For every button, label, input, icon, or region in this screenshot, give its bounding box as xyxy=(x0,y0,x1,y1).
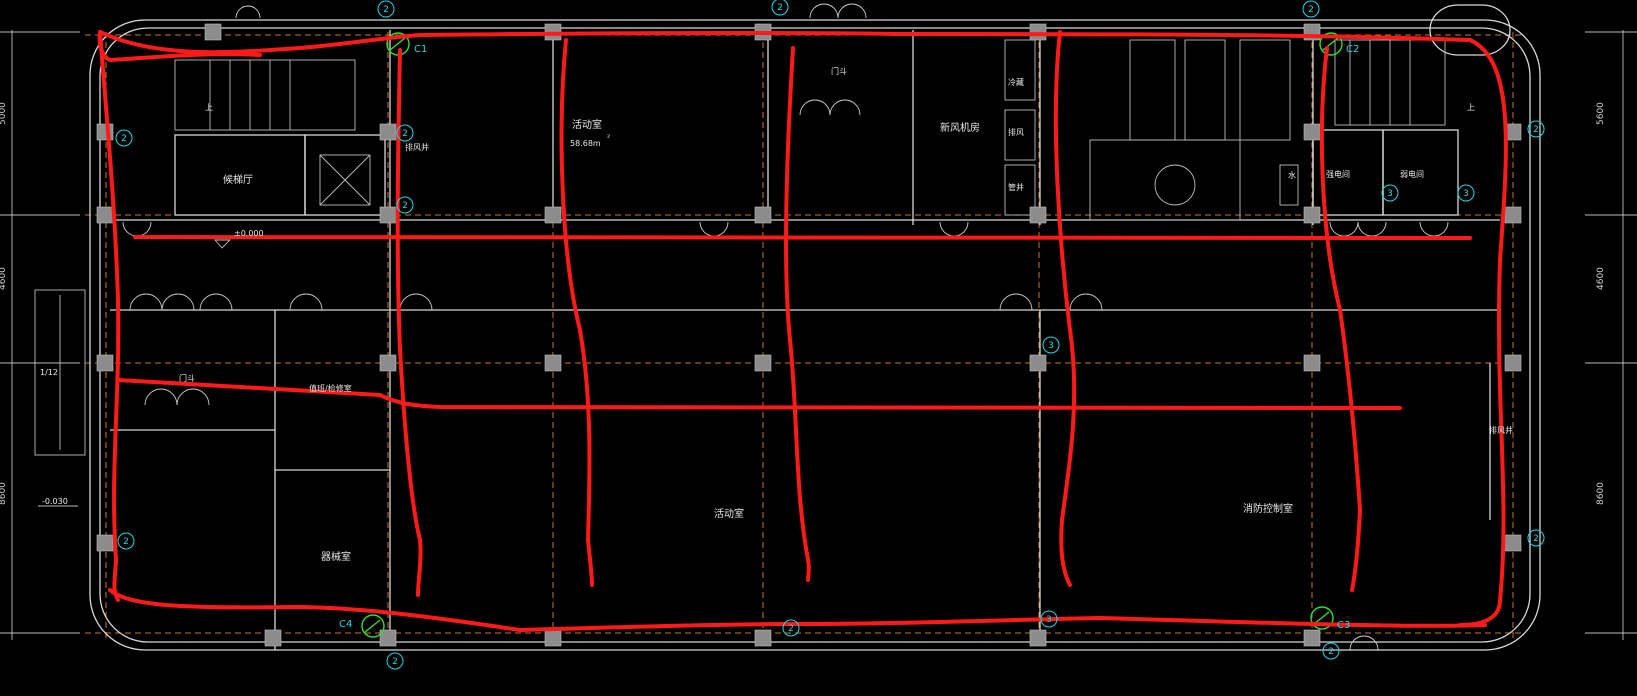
bubble-label: 2 xyxy=(383,5,389,15)
label-c4: C4 xyxy=(339,619,352,630)
dimension-lines xyxy=(0,30,1637,640)
room-fire-control: 消防控制室 xyxy=(1243,502,1293,515)
red-route-top xyxy=(98,30,1472,55)
label-c3: C3 xyxy=(1337,620,1350,631)
red-route-left xyxy=(98,30,121,602)
room-duty: 值班/检修室 xyxy=(309,383,352,393)
ramp-slope-mark: 1/12 xyxy=(40,368,58,377)
room-vestibule-left: 门斗 xyxy=(179,373,195,383)
room-shaft: 管井 xyxy=(1008,182,1024,192)
dim-right-3: 8600 xyxy=(1596,482,1606,505)
stair-up-right: 上 xyxy=(1467,103,1475,112)
bubble-label: 3 xyxy=(1046,615,1052,625)
room-activity-bottom: 活动室 xyxy=(714,507,744,520)
dimension-texts: 5000 4600 8600 5600 4600 8600 xyxy=(0,102,1606,505)
room-labels: 候梯厅 排风井 活动室 58.68m ² 门斗 新风机房 冷藏 排风 管井 水 … xyxy=(179,66,1513,563)
room-cold: 冷藏 xyxy=(1008,77,1024,87)
detector-c2 xyxy=(1319,32,1343,56)
detector-c4 xyxy=(361,614,385,638)
dim-left-1: 5000 xyxy=(0,102,8,125)
red-markup-routes xyxy=(97,30,1508,632)
bubble-label: 2 xyxy=(392,657,398,667)
bubble-label: 2 xyxy=(402,201,408,211)
bubble-marker: 2 xyxy=(1527,120,1545,138)
room-vestibule-top: 门斗 xyxy=(831,66,847,76)
room-water: 水 xyxy=(1288,170,1296,180)
bubble-label: 2 xyxy=(788,624,794,634)
detector-c3 xyxy=(1310,606,1334,630)
bubble-marker: 3 xyxy=(1040,610,1058,628)
bubble-marker: 2 xyxy=(1527,529,1545,547)
room-fresh-air: 新风机房 xyxy=(940,121,980,134)
label-c2: C2 xyxy=(1346,44,1359,55)
room-stair-hall: 候梯厅 xyxy=(223,173,253,186)
red-route-right xyxy=(1458,38,1508,627)
label-c1: C1 xyxy=(414,44,427,55)
bubble-label: 2 xyxy=(777,3,783,13)
interior-walls xyxy=(34,30,1500,650)
bubble-label: 2 xyxy=(402,129,408,139)
dim-right-1: 5600 xyxy=(1596,102,1606,125)
bubble-label: 3 xyxy=(1387,189,1393,199)
bubble-marker: 2 xyxy=(377,0,395,18)
bubble-label: 2 xyxy=(121,134,127,144)
bubble-marker: 2 xyxy=(396,196,414,214)
bubble-label: 2 xyxy=(1533,125,1539,135)
room-weak-power: 弱电间 xyxy=(1400,169,1424,179)
bubble-marker: 2 xyxy=(386,652,404,670)
smoke-point-labels: C1 C2 C3 C4 xyxy=(339,44,1359,631)
outer-walls xyxy=(89,4,1541,651)
bubble-label: 2 xyxy=(123,537,129,547)
room-exhaust-shaft-top: 排风井 xyxy=(405,142,429,152)
room-area-unit: ² xyxy=(607,133,610,142)
columns xyxy=(96,23,1522,647)
bubble-marker: 2 xyxy=(1302,0,1320,18)
bubble-marker: 2 xyxy=(396,124,414,142)
outdoor-level-mark: -0.030 xyxy=(42,497,68,506)
stair-up-left: 上 xyxy=(205,103,213,112)
room-exhaust: 排风 xyxy=(1008,127,1024,137)
dim-right-2: 4600 xyxy=(1596,267,1606,290)
bubble-label: 2 xyxy=(1328,647,1334,657)
dim-left-3: 8600 xyxy=(0,482,8,505)
room-exhaust-shaft-right: 排风井 xyxy=(1489,425,1513,435)
bubble-marker: 2 xyxy=(117,532,135,550)
bubble-label: 3 xyxy=(1463,189,1469,199)
bubble-marker: 2 xyxy=(771,0,789,16)
room-activity-area: 58.68m xyxy=(570,139,601,148)
dim-left-2: 4600 xyxy=(0,267,8,290)
bubble-marker: 3 xyxy=(1381,184,1399,202)
bubble-marker: 3 xyxy=(1457,184,1475,202)
room-equipment: 器械室 xyxy=(321,550,351,563)
room-power: 强电间 xyxy=(1326,169,1350,179)
axis-bubbles: 2 2 2 2 2 2 2 2 xyxy=(115,0,1545,670)
bubble-label: 3 xyxy=(1048,341,1054,351)
smoke-exhaust-points xyxy=(361,32,1343,638)
bubble-marker: 2 xyxy=(782,619,800,637)
level-marks: ±0.000 -0.030 1/12 xyxy=(38,229,264,507)
bubble-marker: 2 xyxy=(115,129,133,147)
red-route-bottom xyxy=(108,588,1487,632)
bubble-label: 2 xyxy=(1533,534,1539,544)
bubble-marker: 3 xyxy=(1042,336,1060,354)
floor-level-mark: ±0.000 xyxy=(234,229,264,238)
bubble-marker: 2 xyxy=(1322,642,1340,660)
bubble-label: 2 xyxy=(1308,5,1314,15)
room-activity-top: 活动室 xyxy=(572,118,602,131)
